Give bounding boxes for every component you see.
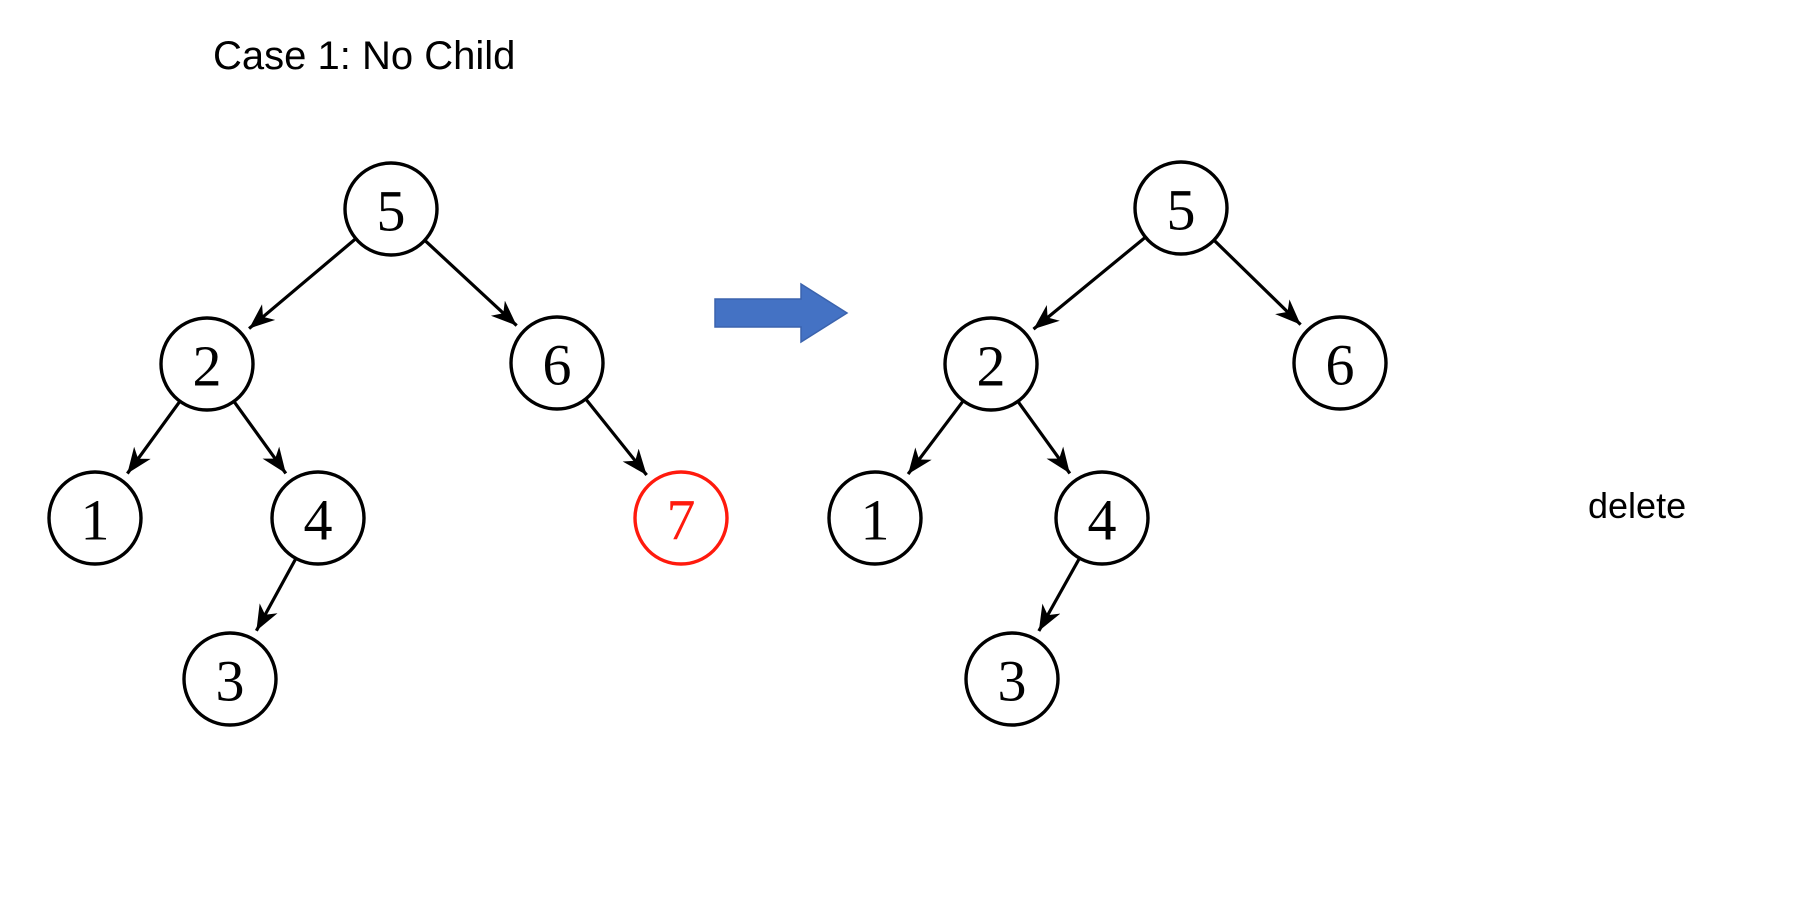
node-circle <box>47 470 143 566</box>
tree-edge-2-to-4 <box>233 401 288 475</box>
node-label: 6 <box>1326 333 1355 398</box>
tree-node-4[interactable]: 4 <box>270 470 366 566</box>
node-label: 7 <box>667 488 696 553</box>
node-label: 1 <box>81 488 110 553</box>
node-label: 3 <box>216 649 245 714</box>
tree-node-4[interactable]: 4 <box>1054 470 1150 566</box>
node-circle <box>509 315 605 411</box>
node-label: 5 <box>377 179 406 244</box>
delete-annotation-label: delete <box>1588 485 1687 526</box>
edges-layer <box>126 236 1302 632</box>
node-label: 4 <box>1088 488 1117 553</box>
node-circle <box>1133 160 1229 256</box>
node-circle <box>633 470 729 566</box>
node-circle <box>270 470 366 566</box>
nodes-layer: 5 2 6 1 4 3 7 5 2 6 1 4 3 <box>47 160 1388 727</box>
tree-node-1[interactable]: 1 <box>827 470 923 566</box>
node-label: 3 <box>998 649 1027 714</box>
tree-edge-5-to-2 <box>1032 236 1146 331</box>
tree-edge-2-to-1 <box>906 400 965 476</box>
tree-edge-4-to-3 <box>1037 558 1081 632</box>
node-circle <box>827 470 923 566</box>
page-title: Case 1: No Child <box>213 34 516 78</box>
node-label: 6 <box>543 333 572 398</box>
node-circle <box>159 316 255 412</box>
node-label: 5 <box>1167 178 1196 243</box>
tree-node-2[interactable]: 2 <box>159 316 255 412</box>
node-circle <box>182 631 278 727</box>
tree-node-7-highlighted[interactable]: 7 <box>633 470 729 566</box>
transition-arrow-icon <box>714 282 849 344</box>
tree-node-5[interactable]: 5 <box>343 161 439 257</box>
node-label: 1 <box>861 488 890 553</box>
tree-edge-5-to-6 <box>424 239 518 327</box>
tree-node-1[interactable]: 1 <box>47 470 143 566</box>
node-circle <box>964 631 1060 727</box>
transition-arrow-layer <box>714 282 849 344</box>
tree-edge-6-to-7 <box>585 398 648 477</box>
tree-node-3[interactable]: 3 <box>182 631 278 727</box>
tree-node-3[interactable]: 3 <box>964 631 1060 727</box>
tree-node-6[interactable]: 6 <box>1292 315 1388 411</box>
node-circle <box>1054 470 1150 566</box>
tree-edge-2-to-4 <box>1017 401 1072 475</box>
node-circle <box>1292 315 1388 411</box>
tree-node-2[interactable]: 2 <box>943 316 1039 412</box>
tree-node-5[interactable]: 5 <box>1133 160 1229 256</box>
tree-edge-4-to-3 <box>254 558 297 632</box>
node-label: 4 <box>304 488 333 553</box>
tree-edge-2-to-1 <box>126 401 181 475</box>
tree-node-6[interactable]: 6 <box>509 315 605 411</box>
tree-edge-5-to-6 <box>1213 239 1302 326</box>
node-label: 2 <box>977 334 1006 399</box>
tree-edge-5-to-2 <box>248 238 357 330</box>
node-label: 2 <box>193 334 222 399</box>
node-circle <box>343 161 439 257</box>
node-circle <box>943 316 1039 412</box>
